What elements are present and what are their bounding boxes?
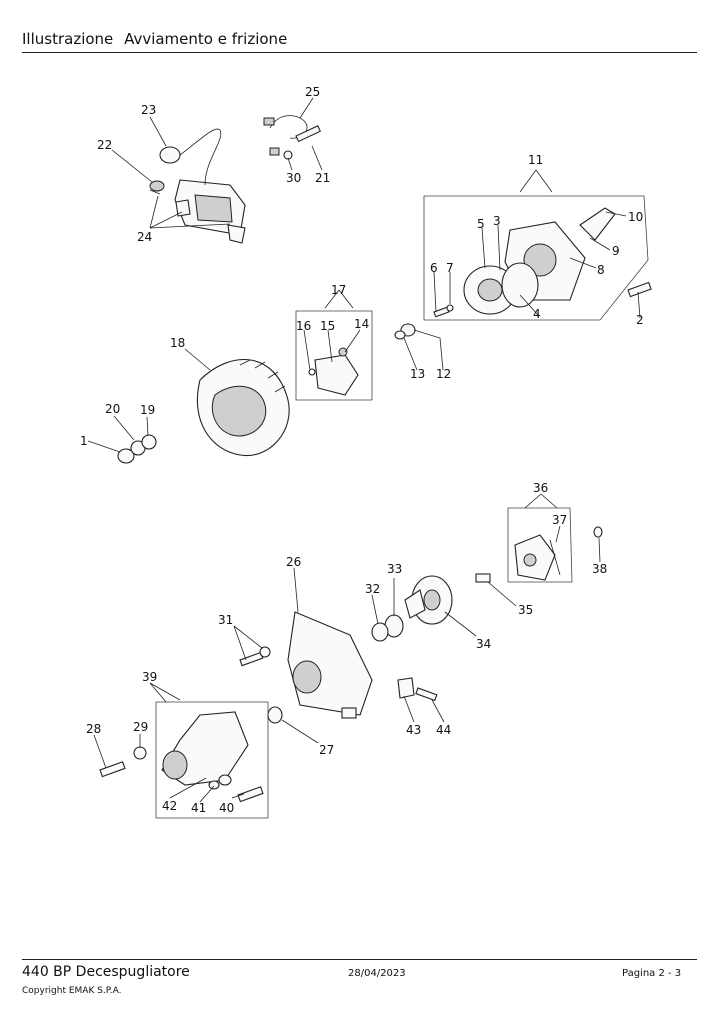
callout-41: 41 — [191, 801, 206, 815]
callout-3: 3 — [493, 214, 501, 228]
callout-1: 1 — [80, 434, 88, 448]
ground-wire-illustration — [263, 115, 322, 160]
footer-divider — [22, 959, 697, 960]
callout-34: 34 — [476, 637, 491, 651]
callout-16: 16 — [296, 319, 311, 333]
callout-44: 44 — [436, 723, 451, 737]
gear-housing-illustration — [99, 711, 264, 803]
group-frame-36 — [507, 507, 573, 583]
callout-9: 9 — [612, 244, 620, 258]
callout-18: 18 — [170, 336, 185, 350]
callout-30: 30 — [286, 171, 301, 185]
callout-19: 19 — [140, 403, 155, 417]
callout-39: 39 — [142, 670, 157, 684]
callout-42: 42 — [162, 799, 177, 813]
callout-7: 7 — [446, 261, 454, 275]
ignition-coil-illustration — [149, 128, 246, 244]
callout-17: 17 — [331, 283, 346, 297]
callout-5: 5 — [477, 217, 485, 231]
callout-25: 25 — [305, 85, 320, 99]
callout-31: 31 — [218, 613, 233, 627]
callout-43: 43 — [406, 723, 421, 737]
footer-model: 440 BP Decespugliatore — [22, 964, 190, 980]
bearing-illustration — [117, 434, 157, 464]
callout-15: 15 — [320, 319, 335, 333]
callout-28: 28 — [86, 722, 101, 736]
callout-12: 12 — [436, 367, 451, 381]
group-frame-39 — [155, 701, 269, 819]
callout-36: 36 — [533, 481, 548, 495]
page-header: Illustrazione Avviamento e frizione — [22, 30, 287, 48]
pawl-illustration — [308, 347, 359, 396]
callout-13: 13 — [410, 367, 425, 381]
callout-4: 4 — [533, 307, 541, 321]
callout-35: 35 — [518, 603, 533, 617]
callout-8: 8 — [597, 263, 605, 277]
callout-40: 40 — [219, 801, 234, 815]
footer-page-number: Pagina 2 - 3 — [622, 968, 682, 979]
callout-21: 21 — [315, 171, 330, 185]
callout-37: 37 — [552, 513, 567, 527]
callout-24: 24 — [137, 230, 152, 244]
clutch-shoes-illustration — [514, 526, 603, 581]
callout-leaders — [87, 97, 641, 803]
clutch-housing-illustration — [239, 611, 373, 719]
group-frame-17 — [295, 310, 373, 401]
footer-copyright: Copyright EMAK S.P.A. — [22, 986, 122, 996]
callout-14: 14 — [354, 317, 369, 331]
callout-32: 32 — [365, 582, 380, 596]
callout-6: 6 — [430, 261, 438, 275]
nut-washer-illustration — [394, 323, 416, 340]
callout-27: 27 — [319, 743, 334, 757]
group-frame-11 — [423, 195, 649, 321]
header-title-prefix: Illustrazione — [22, 30, 114, 48]
callout-labels: 1 2 3 4 5 6 7 8 9 10 11 12 13 14 15 16 1… — [80, 85, 644, 815]
callout-38: 38 — [592, 562, 607, 576]
callout-2: 2 — [636, 313, 644, 327]
callout-29: 29 — [133, 720, 148, 734]
recoil-starter-illustration — [433, 207, 652, 318]
callout-10: 10 — [628, 210, 643, 224]
callout-11: 11 — [528, 153, 543, 167]
footer-date: 28/04/2023 — [348, 968, 406, 979]
clutch-drum-illustration — [371, 573, 491, 642]
callout-23: 23 — [141, 103, 156, 117]
callout-20: 20 — [105, 402, 120, 416]
callout-33: 33 — [387, 562, 402, 576]
callout-22: 22 — [97, 138, 112, 152]
header-divider — [22, 52, 697, 53]
callout-26: 26 — [286, 555, 301, 569]
header-title: Avviamento e frizione — [124, 30, 288, 48]
flywheel-illustration — [196, 359, 290, 457]
